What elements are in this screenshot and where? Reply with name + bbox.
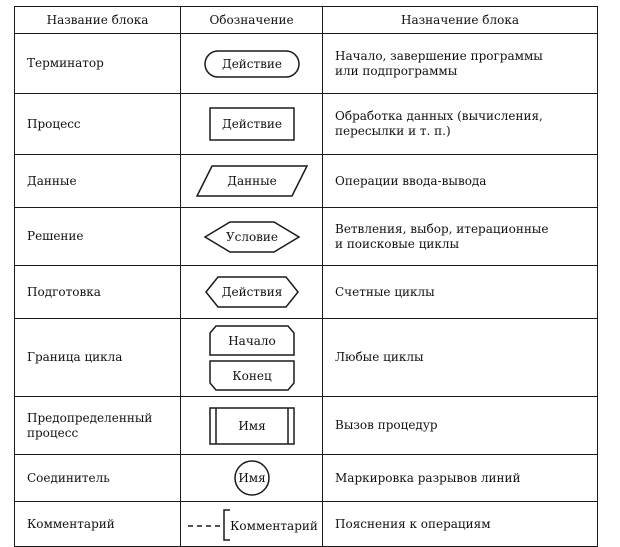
decision-symbol: Условие (180, 207, 323, 266)
block-name: Подготовка (14, 265, 181, 319)
block-name: Процесс (14, 93, 181, 155)
block-purpose: Ветвления, выбор, итерационные и поисков… (322, 207, 598, 266)
block-name: Данные (14, 154, 181, 208)
purpose-line: Начало, завершение программы (335, 48, 543, 63)
header-symbol: Обозначение (180, 6, 323, 34)
symbol-label: Комментарий (230, 519, 318, 533)
purpose-line: Пояснения к операциям (335, 516, 491, 531)
block-purpose: Пояснения к операциям (322, 501, 598, 547)
block-purpose: Операции ввода-вывода (322, 154, 598, 208)
block-purpose: Вызов процедур (322, 396, 598, 455)
flowchart-blocks-table: Название блока Обозначение Назначение бл… (14, 6, 598, 547)
table-row-predefined-process: Предопределенный процесс Имя Вызов проце… (14, 396, 598, 455)
symbol-label: Действия (221, 285, 282, 299)
table-row-process: Процесс Действие Обработка данных (вычис… (14, 93, 598, 155)
parallelogram-shape: Данные (195, 165, 308, 197)
purpose-line: Операции ввода-вывода (335, 173, 487, 188)
header-row: Название блока Обозначение Назначение бл… (14, 6, 598, 34)
block-purpose: Маркировка разрывов линий (322, 454, 598, 502)
terminator-symbol: Действие (180, 33, 323, 94)
purpose-line: Обработка данных (вычисления, (335, 109, 543, 123)
block-purpose: Счетные циклы (322, 265, 598, 319)
block-purpose: Обработка данных (вычисления, пересылки … (322, 93, 598, 155)
purpose-line: пересылки и т. п.) (335, 124, 451, 138)
table-row-loop-boundary: Граница цикла Начало Конец Любые циклы (14, 318, 598, 397)
symbol-label: Действие (221, 57, 281, 71)
data-symbol: Данные (180, 154, 323, 208)
table-row-terminator: Терминатор Действие Начало, завершение п… (14, 33, 598, 94)
block-name-line: процесс (27, 425, 79, 440)
connector-symbol: Имя (180, 454, 323, 502)
symbol-label-bottom: Конец (232, 369, 272, 383)
predefined-process-symbol: Имя (180, 396, 323, 455)
hexagon-shape: Действия (204, 276, 299, 308)
connector-circle-shape: Имя (233, 460, 270, 496)
terminator-shape: Действие (203, 49, 300, 78)
table-row-preparation: Подготовка Действия Счетные циклы (14, 265, 598, 319)
symbol-label-top: Начало (228, 334, 276, 348)
table-row-data: Данные Данные Операции ввода-вывода (14, 154, 598, 208)
block-purpose: Начало, завершение программы или подпрог… (322, 33, 598, 94)
purpose-line: или подпрограммы (335, 63, 458, 78)
predefined-process-shape: Имя (208, 406, 295, 445)
block-name: Граница цикла (14, 318, 181, 397)
loop-limit-shapes: Начало Конец (208, 324, 295, 391)
purpose-line: Вызов процедур (335, 418, 438, 432)
purpose-line: и поисковые циклы (335, 236, 460, 251)
purpose-line: Ветвления, выбор, итерационные (335, 221, 549, 236)
comment-bracket-shape: Комментарий (187, 509, 318, 541)
header-name: Название блока (14, 6, 181, 34)
purpose-line: Маркировка разрывов линий (335, 470, 521, 485)
table-row-connector: Соединитель Имя Маркировка разрывов лини… (14, 454, 598, 502)
block-name: Комментарий (14, 501, 181, 547)
symbol-label: Действие (221, 117, 281, 131)
symbol-label: Данные (227, 174, 277, 188)
comment-symbol: Комментарий (180, 501, 323, 547)
symbol-label: Условие (225, 230, 277, 244)
header-purpose: Назначение блока (322, 6, 598, 34)
symbol-label: Имя (238, 419, 265, 433)
purpose-line: Любые циклы (335, 350, 424, 364)
block-name: Решение (14, 207, 181, 266)
symbol-label: Имя (238, 471, 265, 485)
block-purpose: Любые циклы (322, 318, 598, 397)
block-name: Соединитель (14, 454, 181, 502)
process-shape: Действие (208, 107, 295, 141)
block-name: Предопределенный процесс (14, 396, 181, 455)
loop-boundary-symbol: Начало Конец (180, 318, 323, 397)
preparation-symbol: Действия (180, 265, 323, 319)
block-name: Терминатор (14, 33, 181, 94)
block-name-line: Предопределенный (27, 410, 153, 425)
table-row-decision: Решение Условие Ветвления, выбор, итерац… (14, 207, 598, 266)
purpose-line: Счетные циклы (335, 284, 435, 299)
process-symbol: Действие (180, 93, 323, 155)
rhombus-shape: Условие (203, 220, 300, 253)
table-row-comment: Комментарий Комментарий Пояснения к опер… (14, 501, 598, 547)
